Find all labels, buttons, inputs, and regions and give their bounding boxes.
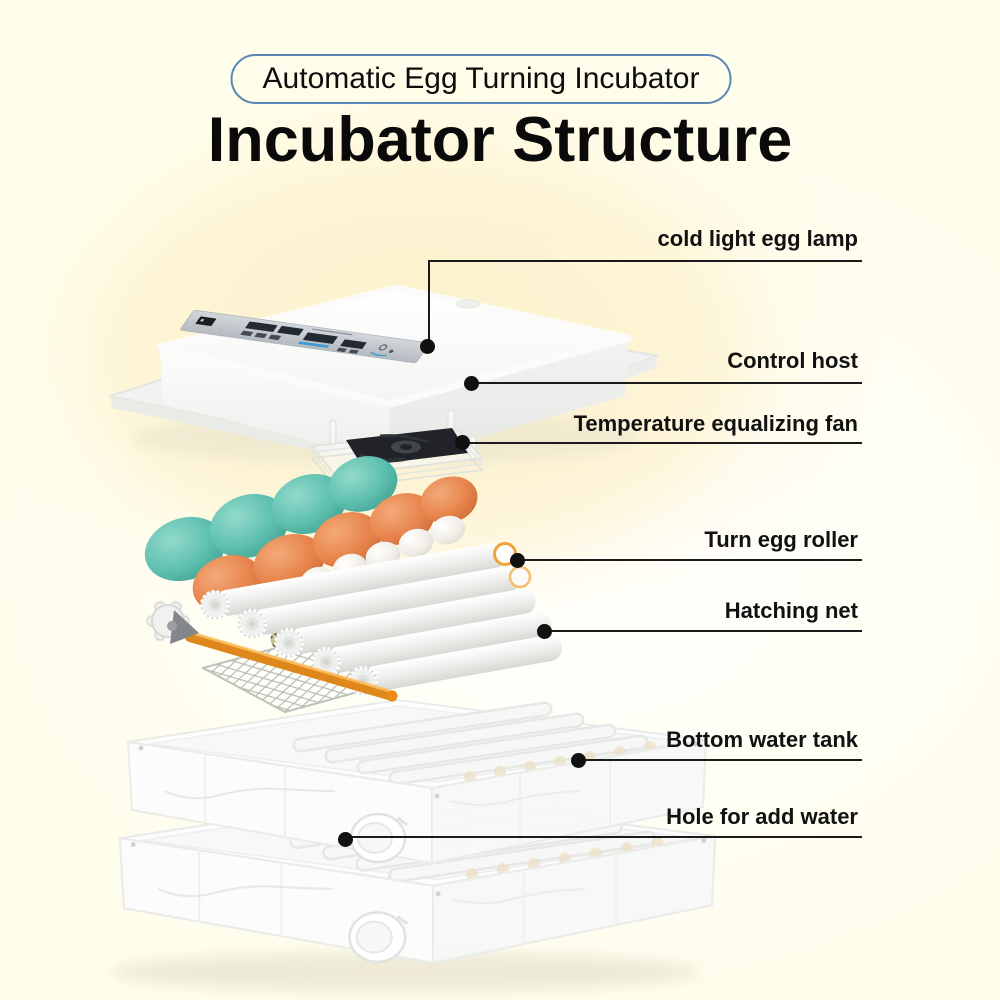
callout-line [346, 836, 862, 838]
control-host-lid [109, 284, 659, 464]
callout-label: Turn egg roller [704, 527, 858, 552]
rod-motor [146, 601, 199, 644]
water-tank-lower [110, 795, 715, 992]
callout-dot [571, 753, 586, 768]
callout-label: Hole for add water [666, 804, 858, 829]
badge-text: Automatic Egg Turning Incubator [262, 62, 700, 95]
callout-line [472, 382, 862, 384]
callout-line-vertical [428, 260, 430, 347]
callout-dot [420, 339, 435, 354]
callout-dot [455, 435, 470, 450]
callout-dot [510, 553, 525, 568]
callout-line [463, 442, 862, 444]
callout-dot [464, 376, 479, 391]
callout-label: Temperature equalizing fan [573, 411, 858, 436]
egg-rollers [200, 542, 563, 696]
callout-dot [338, 832, 353, 847]
callout-label: Bottom water tank [666, 727, 858, 752]
callout-dot [537, 624, 552, 639]
page-title: Incubator Structure [207, 105, 793, 175]
callout-label: cold light egg lamp [657, 226, 858, 251]
callout-line [428, 260, 862, 262]
product-badge: Automatic Egg Turning Incubator [230, 54, 732, 104]
callout-line [579, 759, 862, 761]
callout-label: Hatching net [724, 598, 858, 623]
callout-line [545, 630, 862, 632]
turning-rod [185, 631, 398, 702]
roller-end-caps [200, 590, 378, 696]
eggs-teal [144, 456, 398, 582]
vent-hole [456, 299, 480, 309]
callout-label: Control host [727, 348, 858, 373]
control-panel [180, 309, 430, 364]
callout-line [518, 559, 862, 561]
